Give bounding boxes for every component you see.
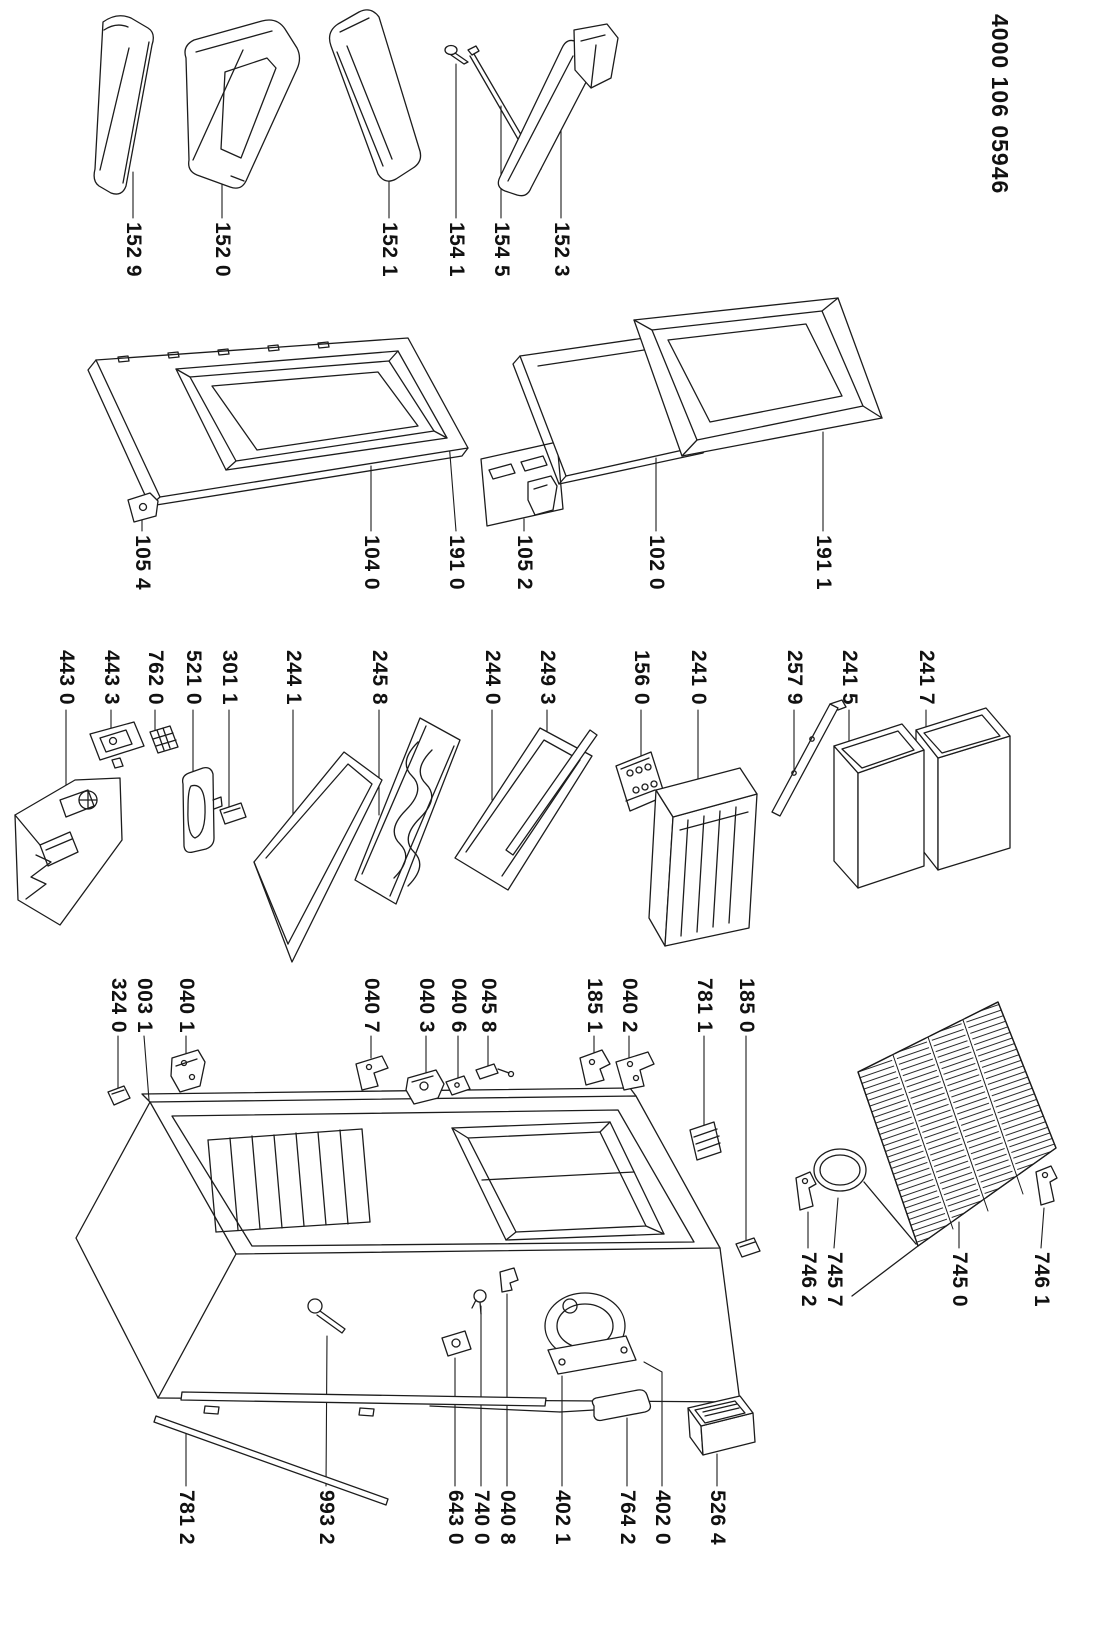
part-191-1-gasket: [633, 297, 883, 457]
part-label-745-0: 745 0: [948, 1252, 971, 1308]
part-label-301-1: 301 1: [218, 650, 241, 706]
part-label-003-1: 003 1: [133, 978, 156, 1034]
part-257-9-rail: [771, 699, 847, 817]
part-label-443-3: 443 3: [100, 650, 123, 706]
part-label-746-1: 746 1: [1030, 1252, 1053, 1308]
part-402-1-compressor: [544, 1292, 637, 1375]
part-443-0-thermostat: [14, 777, 123, 926]
part-245-8-rack: [354, 717, 461, 905]
part-152-1: [328, 9, 422, 182]
part-244-1-shelf: [253, 751, 383, 963]
part-764-2-drier: [429, 1389, 652, 1422]
part-label-762-0: 762 0: [144, 650, 167, 706]
part-740-0: [471, 1289, 487, 1315]
part-781-2-rod: [153, 1415, 389, 1506]
part-label-241-0: 241 0: [687, 650, 710, 706]
part-label-040-1: 040 1: [175, 978, 198, 1034]
part-label-105-4: 105 4: [131, 535, 154, 591]
part-152-9: [93, 15, 154, 195]
part-152-0: [184, 19, 301, 189]
part-040-1: [170, 1049, 206, 1093]
part-label-102-0: 102 0: [645, 535, 668, 591]
part-105-4-hinge: [127, 492, 159, 523]
part-191-0-gasket: [175, 350, 448, 471]
part-185-1: [579, 1049, 611, 1086]
part-label-185-0: 185 0: [735, 978, 758, 1034]
part-241-5-drawer: [833, 723, 925, 889]
part-label-040-3: 040 3: [415, 978, 438, 1034]
part-label-152-9: 152 9: [122, 222, 145, 278]
part-label-154-5: 154 5: [490, 222, 513, 278]
part-301-1: [219, 802, 247, 825]
part-185-0: [735, 1237, 761, 1258]
part-label-104-0: 104 0: [360, 535, 383, 591]
part-label-781-1: 781 1: [693, 978, 716, 1034]
part-324-0: [107, 1085, 131, 1106]
part-745-0-condenser: [851, 1001, 1057, 1297]
part-745-7-ring: [813, 1148, 917, 1245]
part-label-245-8: 245 8: [368, 650, 391, 706]
part-label-443-0: 443 0: [55, 650, 78, 706]
part-040-2: [615, 1051, 655, 1091]
part-label-152-1: 152 1: [378, 222, 401, 278]
part-152-3: [497, 23, 619, 197]
part-241-7-drawer: [915, 707, 1011, 871]
part-label-402-0: 402 0: [651, 1490, 674, 1546]
part-443-3-panel: [89, 721, 145, 769]
part-040-7: [355, 1055, 389, 1091]
leader-lines: [65, 63, 1045, 1487]
part-label-526-4: 526 4: [706, 1490, 729, 1546]
part-040-6: [445, 1075, 471, 1096]
part-105-2-kit: [480, 441, 564, 527]
part-label-643-0: 643 0: [444, 1490, 467, 1546]
part-label-152-0: 152 0: [211, 222, 234, 278]
part-label-040-6: 040 6: [447, 978, 470, 1034]
part-521-0-lamp: [181, 766, 223, 854]
part-040-3: [405, 1069, 445, 1105]
part-label-764-2: 764 2: [616, 1490, 639, 1546]
part-762-0-keypad: [149, 725, 179, 754]
part-746-2: [795, 1171, 817, 1211]
part-label-152-3: 152 3: [550, 222, 573, 278]
part-label-040-2: 040 2: [618, 978, 641, 1034]
part-label-324-0: 324 0: [107, 978, 130, 1034]
part-label-249-3: 249 3: [536, 650, 559, 706]
part-label-191-0: 191 0: [445, 535, 468, 591]
part-label-244-0: 244 0: [481, 650, 504, 706]
part-label-045-8: 045 8: [477, 978, 500, 1034]
part-label-745-7: 745 7: [823, 1252, 846, 1308]
part-label-241-5: 241 5: [838, 650, 861, 706]
part-label-781-2: 781 2: [175, 1490, 198, 1546]
part-label-040-7: 040 7: [360, 978, 383, 1034]
part-045-8: [475, 1063, 515, 1080]
part-040-8: [499, 1267, 519, 1293]
part-label-402-1: 402 1: [551, 1490, 574, 1546]
cabinet-assembly: [75, 1087, 741, 1417]
document-number: 4000 106 05946: [987, 14, 1013, 195]
part-label-740-0: 740 0: [470, 1490, 493, 1546]
part-104-0-door: [87, 337, 469, 507]
part-label-156-0: 156 0: [630, 650, 653, 706]
part-label-185-1: 185 1: [583, 978, 606, 1034]
part-526-4-tray: [687, 1395, 756, 1456]
part-label-257-9: 257 9: [783, 650, 806, 706]
part-label-105-2: 105 2: [513, 535, 536, 591]
part-label-241-7: 241 7: [915, 650, 938, 706]
part-154-1: [444, 44, 469, 65]
part-781-1-grille: [689, 1121, 722, 1161]
part-label-521-0: 521 0: [182, 650, 205, 706]
part-993-2: [307, 1298, 346, 1334]
part-label-244-1: 244 1: [282, 650, 305, 706]
part-643-0: [441, 1330, 472, 1357]
part-249-3-trim: [505, 729, 598, 856]
part-label-154-1: 154 1: [445, 222, 468, 278]
part-label-746-2: 746 2: [797, 1252, 820, 1308]
part-244-0-shelf: [454, 727, 593, 891]
part-label-191-1: 191 1: [812, 535, 835, 591]
part-241-0-front: [648, 767, 758, 947]
part-746-1: [1035, 1165, 1058, 1206]
part-label-993-2: 993 2: [315, 1490, 338, 1546]
part-label-040-8: 040 8: [496, 1490, 519, 1546]
